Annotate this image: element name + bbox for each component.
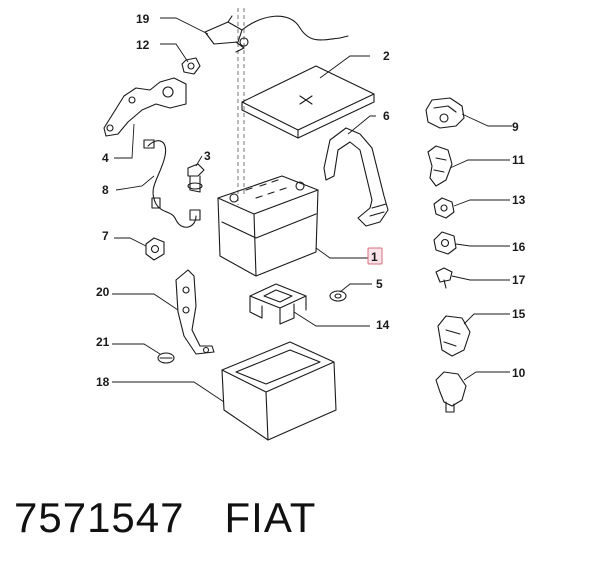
callout-3: 3: [204, 149, 211, 163]
callout-21: 21: [96, 335, 110, 349]
callout-6: 6: [383, 109, 390, 123]
callout-11: 11: [512, 153, 525, 167]
part-9-clamp: [425, 97, 465, 129]
callout-20: 20: [96, 285, 110, 299]
callout-1: 1: [371, 250, 378, 264]
callout-1-highlight: [367, 247, 383, 265]
part-1-battery: [217, 175, 319, 277]
callout-9: 9: [512, 120, 519, 134]
callout-15: 15: [512, 307, 526, 321]
callout-19: 19: [136, 12, 150, 26]
callout-4: 4: [102, 151, 109, 165]
callout-13: 13: [512, 193, 526, 207]
callout-16: 16: [512, 240, 526, 254]
callout-12: 12: [136, 38, 150, 52]
part-21-grommet: [157, 352, 175, 364]
part-18-battery-tray: [221, 341, 337, 441]
callout-10: 10: [512, 366, 526, 380]
part-11-clip: [427, 145, 453, 187]
callout-14: 14: [376, 318, 390, 332]
leader-lines: [112, 17, 512, 403]
footer: 7571547 FIAT: [14, 488, 316, 548]
part-15-clip: [437, 315, 471, 357]
part-20-bracket: [175, 269, 215, 355]
part-10-clip: [435, 371, 467, 413]
part-number: 7571547: [14, 494, 185, 541]
part-14-battery-support: [249, 283, 307, 325]
part-12-nut: [181, 57, 201, 75]
part-4-bracket: [103, 77, 187, 137]
part-2-battery-cover: [241, 65, 375, 139]
part-19-battery-cable: [204, 15, 349, 53]
part-13-nut: [433, 197, 455, 219]
part-17-bolt: [435, 267, 453, 289]
callout-17: 17: [512, 273, 526, 287]
part-7-nut: [145, 237, 165, 261]
callout-8: 8: [102, 183, 109, 197]
brand-name: FIAT: [224, 494, 317, 541]
part-16-nut: [433, 231, 457, 255]
part-8-wiring-harness: [143, 139, 201, 228]
part-5-washer: [329, 290, 347, 302]
exploded-parts-diagram: 19 12 2 6 9 4 3 11 8 13 7 1 16 17 20 5 1…: [96, 8, 526, 441]
part-3-bolt: [187, 163, 205, 193]
callout-18: 18: [96, 375, 110, 389]
callout-2: 2: [383, 49, 390, 63]
part-6-hold-down-strap: [323, 127, 389, 227]
callout-7: 7: [102, 229, 109, 243]
callout-5: 5: [376, 277, 383, 291]
callout-labels: 19 12 2 6 9 4 3 11 8 13 7 1 16 17 20 5 1…: [96, 12, 526, 389]
